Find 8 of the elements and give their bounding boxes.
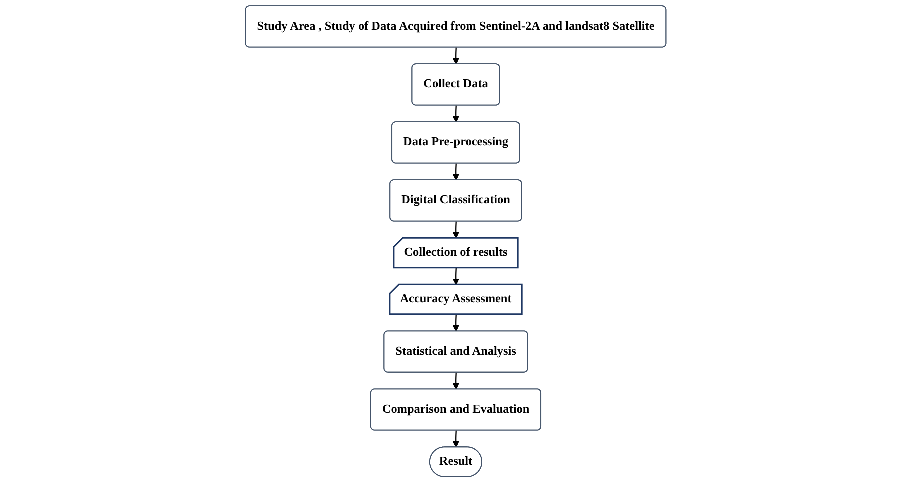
arrow — [452, 268, 460, 286]
arrow — [452, 48, 460, 65]
arrow — [452, 372, 460, 390]
arrow — [452, 106, 460, 123]
arrow — [452, 430, 460, 448]
arrow — [452, 164, 460, 181]
arrow — [452, 222, 460, 239]
arrow — [452, 314, 460, 332]
